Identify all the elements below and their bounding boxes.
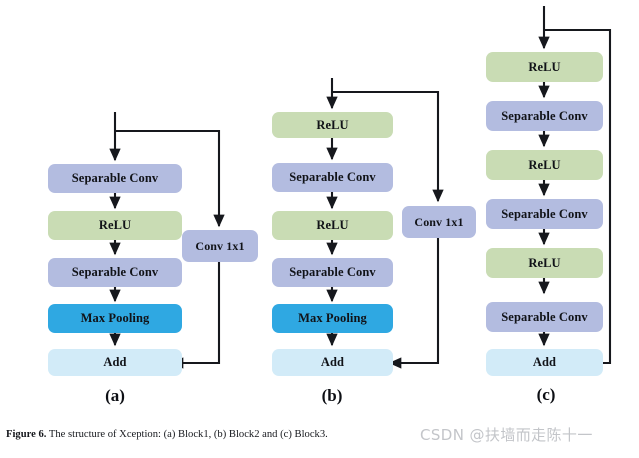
- block-a-relu-1[interactable]: ReLU: [48, 211, 182, 240]
- block-c-separable-conv-2[interactable]: Separable Conv: [486, 199, 603, 229]
- block-c-separable-conv-1[interactable]: Separable Conv: [486, 101, 603, 131]
- block-c-relu-1[interactable]: ReLU: [486, 52, 603, 82]
- block-c-relu-2[interactable]: ReLU: [486, 150, 603, 180]
- block-a-separable-conv-1[interactable]: Separable Conv: [48, 164, 182, 193]
- block-b-separable-conv-1[interactable]: Separable Conv: [272, 163, 393, 192]
- block-a-conv-1x1[interactable]: Conv 1x1: [182, 230, 258, 262]
- block-b-separable-conv-2[interactable]: Separable Conv: [272, 258, 393, 287]
- block-b-add[interactable]: Add: [272, 349, 393, 376]
- figure-caption-text: The structure of Xception: (a) Block1, (…: [46, 429, 328, 440]
- panel-label-c: (c): [536, 385, 556, 404]
- panel-label-b: (b): [321, 386, 343, 405]
- block-b-relu-2[interactable]: ReLU: [272, 211, 393, 240]
- block-b-relu-1[interactable]: ReLU: [272, 112, 393, 138]
- block-b-max-pooling[interactable]: Max Pooling: [272, 304, 393, 333]
- panel-label-a: (a): [105, 386, 125, 405]
- block-a-max-pooling[interactable]: Max Pooling: [48, 304, 182, 333]
- block-a-add[interactable]: Add: [48, 349, 182, 376]
- block-c-add[interactable]: Add: [486, 349, 603, 376]
- figure-caption-label: Figure 6.: [6, 429, 47, 440]
- block-c-relu-3[interactable]: ReLU: [486, 248, 603, 278]
- figure-caption: Figure 6. The structure of Xception: (a)…: [6, 428, 436, 441]
- block-b-conv-1x1[interactable]: Conv 1x1: [402, 206, 476, 238]
- csdn-watermark: CSDN @扶墙而走陈十一: [420, 426, 593, 444]
- block-c-separable-conv-3[interactable]: Separable Conv: [486, 302, 603, 332]
- block-a-separable-conv-2[interactable]: Separable Conv: [48, 258, 182, 287]
